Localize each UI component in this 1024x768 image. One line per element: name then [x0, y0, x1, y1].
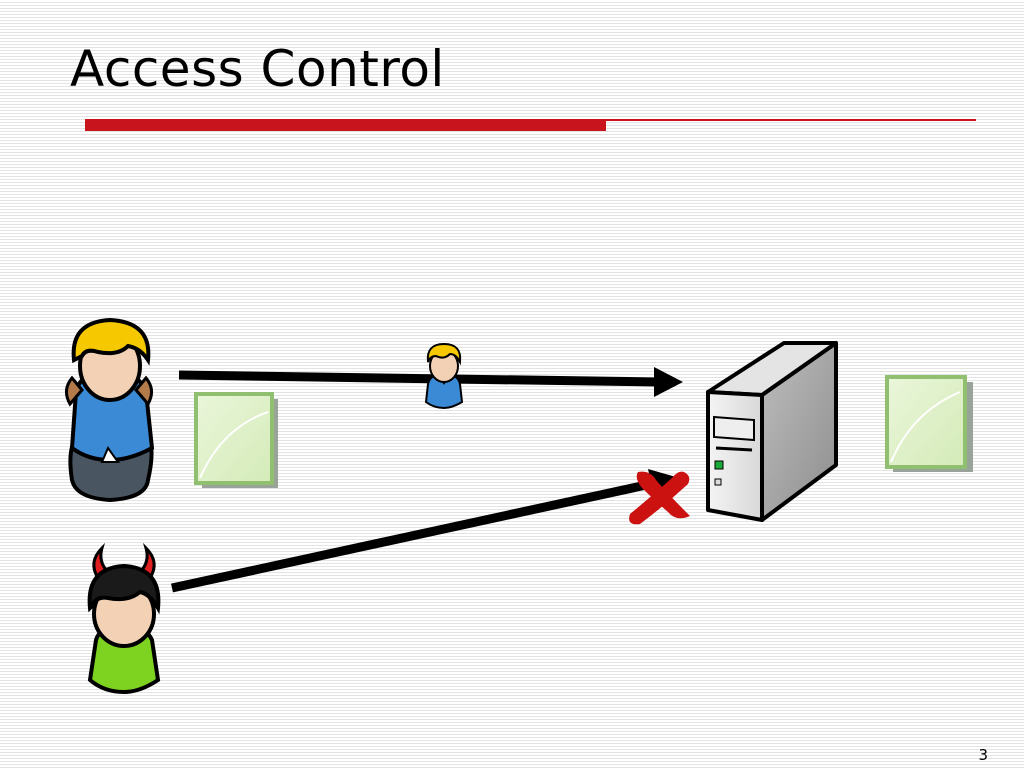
authorized-user-icon	[65, 317, 155, 503]
attacker-user-icon	[87, 542, 161, 695]
allowed-arrow	[178, 367, 683, 397]
title-underline-thin	[606, 119, 976, 121]
slide-title: Access Control	[70, 40, 445, 98]
document-icon-left	[194, 392, 278, 488]
document-icon-right	[885, 375, 973, 472]
request-user-icon	[424, 342, 464, 410]
slide-number: 3	[978, 746, 988, 764]
denied-x-icon	[629, 471, 690, 525]
title-underline-thick	[85, 119, 606, 131]
server-tower-icon	[706, 341, 838, 522]
